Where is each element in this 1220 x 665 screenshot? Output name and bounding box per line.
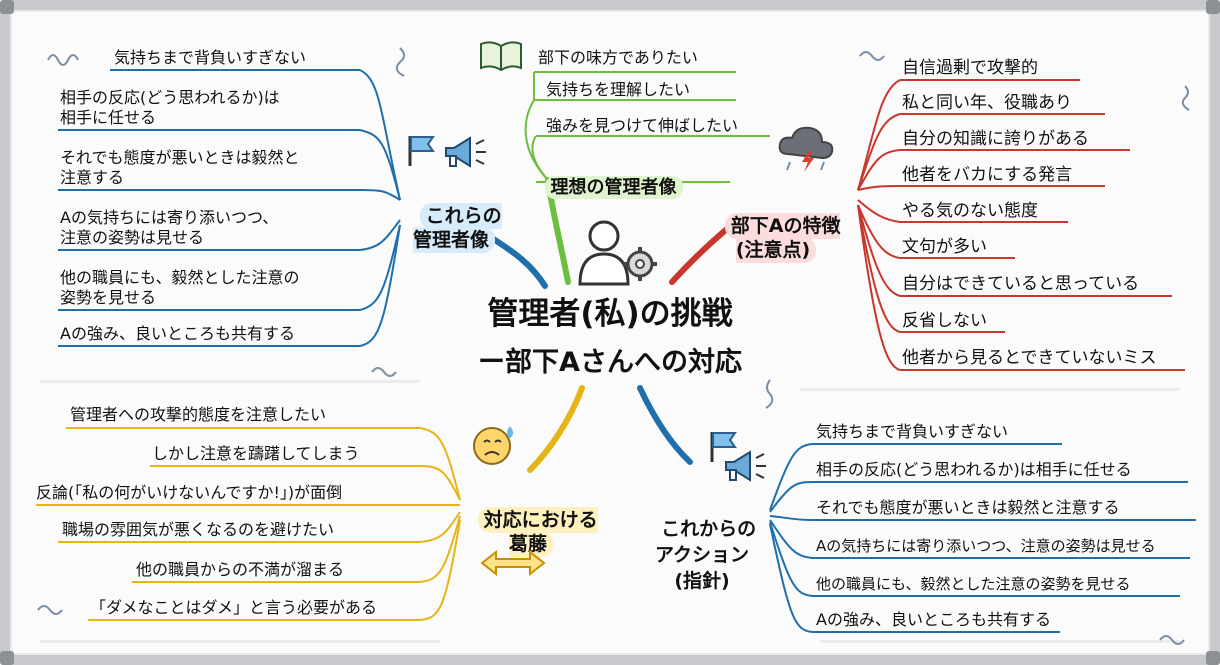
- model-item: 相手の反応(どう思われるか)は 相手に任せる: [60, 88, 280, 127]
- branch-label-traits: 部下Aの特徴 (注意点): [696, 190, 856, 263]
- flag-icon: [706, 428, 742, 464]
- branch-label-ideal-text: 理想の管理者像: [544, 176, 683, 199]
- book-icon: [478, 38, 524, 74]
- megaphone-icon: [720, 446, 770, 486]
- branch-label-actions-text: これからの アクション (指針): [654, 518, 757, 592]
- model-item: Aの気持ちには寄り添いつつ、 注意の姿勢は見せる: [60, 208, 279, 247]
- branch-label-models: これらの 管理者像: [394, 180, 514, 253]
- trait-item: 他者から見るとできていないミス: [902, 348, 1157, 368]
- trait-item: やる気のない態度: [902, 201, 1038, 221]
- board-corner: [0, 651, 14, 665]
- background-line: [40, 380, 420, 383]
- trait-item: 自分はできていると思っている: [902, 274, 1140, 294]
- trait-item: 文句が多い: [902, 237, 987, 257]
- conflict-item: 職場の雰囲気が悪くなるのを避けたい: [62, 520, 335, 539]
- worried-face-icon: [470, 420, 518, 468]
- person-gear-icon: [574, 214, 664, 288]
- action-item: それでも態度が悪いときは毅然と注意する: [816, 498, 1120, 517]
- board-corner: [0, 0, 14, 14]
- action-item: 気持ちまで背負いすぎない: [816, 422, 1009, 441]
- board-corner: [1206, 651, 1220, 665]
- megaphone-icon: [440, 132, 490, 172]
- double-arrow-icon: [478, 548, 548, 578]
- branch-label-actions: これからの アクション (指針): [632, 490, 772, 594]
- model-item: 気持ちまで背負いすぎない: [114, 48, 307, 67]
- model-item: Aの強み、良いところも共有する: [60, 324, 295, 343]
- conflict-item: 「ダメなことはダメ」と言う必要がある: [90, 598, 378, 617]
- action-item: Aの強み、良いところも共有する: [816, 610, 1051, 629]
- ideal-item: 強みを見つけて伸ばしたい: [546, 116, 739, 135]
- background-line: [40, 640, 440, 643]
- background-line: [820, 640, 1180, 643]
- trait-item: 自分の知識に誇りがある: [902, 129, 1089, 149]
- trait-item: 他者をバカにする発言: [902, 165, 1073, 185]
- ideal-item: 気持ちを理解したい: [546, 80, 691, 99]
- storm-cloud-icon: [776, 124, 838, 174]
- board-corner: [1206, 0, 1220, 14]
- model-item: 他の職員にも、毅然とした注意の 姿勢を見せる: [60, 268, 300, 307]
- branch-label-traits-text: 部下Aの特徴 (注意点): [724, 213, 841, 263]
- flag-icon: [404, 132, 440, 168]
- branch-label-ideal: 理想の管理者像: [532, 152, 683, 200]
- conflict-item: 他の職員からの不満が溜まる: [136, 560, 345, 579]
- action-item: 他の職員にも、毅然とした注意の姿勢を見せる: [816, 575, 1131, 593]
- action-item: 相手の反応(どう思われるか)は相手に任せる: [816, 460, 1132, 479]
- action-item: Aの気持ちには寄り添いつつ、注意の姿勢は見せる: [816, 537, 1156, 555]
- conflict-item: しかし注意を躊躇してしまう: [152, 444, 360, 463]
- center-title: 管理者(私)の挑戦: [487, 296, 733, 332]
- model-item: それでも態度が悪いときは毅然と 注意する: [60, 148, 300, 187]
- trait-item: 私と同い年、役職あり: [902, 93, 1072, 113]
- center-subtitle: ー部下Aさんへの対応: [478, 347, 742, 378]
- ideal-item: 部下の味方でありたい: [538, 48, 698, 67]
- trait-item: 自信過剰で攻撃的: [902, 58, 1038, 78]
- trait-item: 反省しない: [902, 311, 987, 331]
- branch-label-models-text: これらの 管理者像: [412, 203, 502, 253]
- conflict-item: 反論(「私の何がいけないんですか!」)が面倒: [36, 483, 343, 502]
- conflict-item: 管理者への攻撃的態度を注意したい: [70, 405, 327, 424]
- background-line: [800, 388, 1180, 391]
- branch-label-conflict: 対応における 葛藤: [456, 484, 606, 557]
